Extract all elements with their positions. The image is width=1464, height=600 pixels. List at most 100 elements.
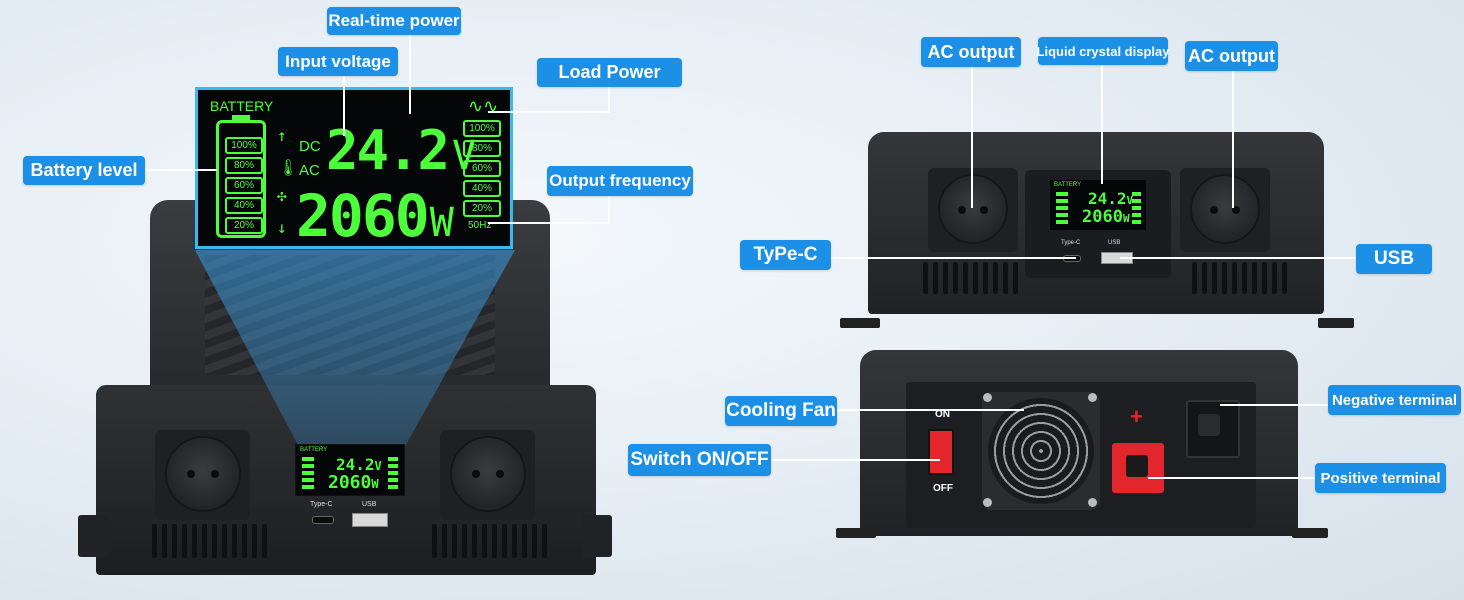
lcd-battery-icon	[216, 120, 266, 238]
callout-negative-terminal: Negative terminal	[1328, 385, 1461, 415]
line-realtime-power	[409, 34, 411, 114]
callout-output-frequency: Output frequency	[547, 166, 693, 196]
arrow-down-icon: ↓	[277, 218, 287, 237]
fan-icon: ✣	[277, 186, 287, 205]
fv-vent-left	[923, 262, 1018, 294]
line-cooling-fan	[836, 409, 1024, 411]
battery-level-60: 60%	[225, 177, 263, 194]
line-positive-terminal	[1148, 477, 1318, 479]
fv-lcd-voltage: 24.2V	[1088, 189, 1134, 208]
line-load-power-v	[608, 86, 610, 113]
callout-usb: USB	[1356, 244, 1432, 274]
fv-typec-label: Type-C	[1061, 240, 1081, 246]
small-lcd-load-bars	[388, 457, 398, 491]
line-switch	[770, 459, 940, 461]
line-ac-output-left	[971, 66, 973, 208]
small-lcd-power: 2060W	[328, 472, 379, 493]
line-typec	[830, 257, 1076, 259]
front-lcd-small: BATTERY 24.2V 2060W	[295, 444, 405, 496]
fv-lcd-bars	[1056, 192, 1068, 226]
small-lcd-voltage: 24.2V	[336, 455, 382, 474]
load-level-60: 60%	[463, 160, 501, 177]
battery-level-100: 100%	[225, 137, 263, 154]
callout-positive-terminal: Positive terminal	[1315, 463, 1446, 493]
main-product-view: BATTERY 24.2V 2060W Type-C USB BATTERY 1…	[0, 0, 720, 600]
callout-battery-level: Battery level	[23, 156, 145, 185]
lcd-battery-label: BATTERY	[210, 98, 274, 114]
switch-on-label: ON	[935, 409, 950, 420]
callout-realtime-power: Real-time power	[327, 7, 461, 35]
power-switch[interactable]	[928, 429, 954, 475]
fv-lcd-power: 2060W	[1082, 207, 1130, 227]
negative-terminal-bolt	[1198, 414, 1220, 436]
lcd-frequency: 50Hz	[468, 220, 492, 231]
sine-wave-icon: ∿∿	[468, 96, 499, 117]
lcd-dc-label: DC	[299, 138, 321, 155]
vent-grill-left	[152, 524, 267, 558]
callout-type-c: TyPe-C	[740, 240, 831, 270]
lcd-ac-label: AC	[299, 162, 320, 179]
plus-sign: +	[1130, 404, 1143, 429]
load-level-100: 100%	[463, 120, 501, 137]
rear-view-foot-left	[836, 528, 876, 538]
battery-level-80: 80%	[225, 157, 263, 174]
rear-view: ON OFF + Cooling Fan Switch ON/OFF Negat…	[628, 340, 1464, 600]
thermometer-icon: 🌡	[278, 158, 299, 177]
callout-ac-output-right: AC output	[1185, 41, 1278, 71]
fan-screw-bl	[983, 498, 992, 507]
callout-cooling-fan: Cooling Fan	[725, 396, 837, 426]
fan-screw-tr	[1088, 393, 1097, 402]
fv-lcd-load-bars	[1132, 192, 1141, 226]
vent-grill-right	[432, 524, 547, 558]
rear-view-foot-right	[1292, 528, 1328, 538]
switch-off-label: OFF	[933, 483, 953, 494]
battery-level-40: 40%	[225, 197, 263, 214]
small-lcd-battery-label: BATTERY	[300, 447, 328, 453]
front-usb-label: USB	[362, 501, 377, 508]
callout-switch: Switch ON/OFF	[628, 444, 771, 476]
front-view-lcd: BATTERY 24.2V 2060W	[1050, 180, 1146, 230]
fan-grille	[988, 398, 1094, 504]
mounting-foot-left	[78, 515, 108, 557]
arrow-up-icon: ↑	[277, 126, 287, 145]
line-ac-output-right	[1232, 70, 1234, 208]
front-view: BATTERY 24.2V 2060W Type-C USB AC output…	[720, 0, 1464, 340]
battery-level-20: 20%	[225, 217, 263, 234]
front-view-foot-left	[840, 318, 880, 328]
line-negative-terminal	[1220, 404, 1328, 406]
callout-load-power: Load Power	[537, 58, 682, 87]
line-battery-level	[145, 169, 217, 171]
line-output-frequency-v	[608, 196, 610, 224]
fv-lcd-battery-label: BATTERY	[1054, 182, 1082, 188]
fv-vent-right	[1192, 262, 1287, 294]
line-lcd	[1101, 64, 1103, 184]
load-level-80: 80%	[463, 140, 501, 157]
lcd-power-value: 2060W	[296, 182, 454, 249]
fan-screw-br	[1088, 498, 1097, 507]
ac-socket-left	[155, 430, 250, 520]
fan-screw-tl	[983, 393, 992, 402]
positive-terminal-bolt	[1126, 455, 1148, 477]
front-usb-port	[352, 513, 388, 527]
line-input-voltage	[343, 76, 345, 136]
fv-usb-label: USB	[1108, 240, 1121, 246]
small-lcd-bars	[302, 457, 314, 491]
front-view-socket-left	[928, 168, 1018, 252]
front-typec-label: Type-C	[310, 501, 333, 508]
line-usb	[1120, 257, 1356, 259]
line-output-frequency	[488, 222, 610, 224]
load-level-20: 20%	[463, 200, 501, 217]
callout-input-voltage: Input voltage	[278, 47, 398, 76]
line-load-power	[488, 111, 610, 113]
front-view-foot-right	[1318, 318, 1354, 328]
front-view-socket-right	[1180, 168, 1270, 252]
load-level-40: 40%	[463, 180, 501, 197]
callout-lcd: Liquid crystal display	[1037, 37, 1169, 65]
front-typec-port	[312, 516, 334, 524]
ac-socket-right	[440, 430, 535, 520]
mounting-foot-right	[582, 515, 612, 557]
callout-ac-output-left: AC output	[921, 37, 1021, 67]
lcd-battery-cap	[232, 115, 250, 121]
zoomed-lcd-display: BATTERY 100% 80% 60% 40% 20% ↑ ↓ 🌡 ✣ DC …	[195, 87, 513, 249]
